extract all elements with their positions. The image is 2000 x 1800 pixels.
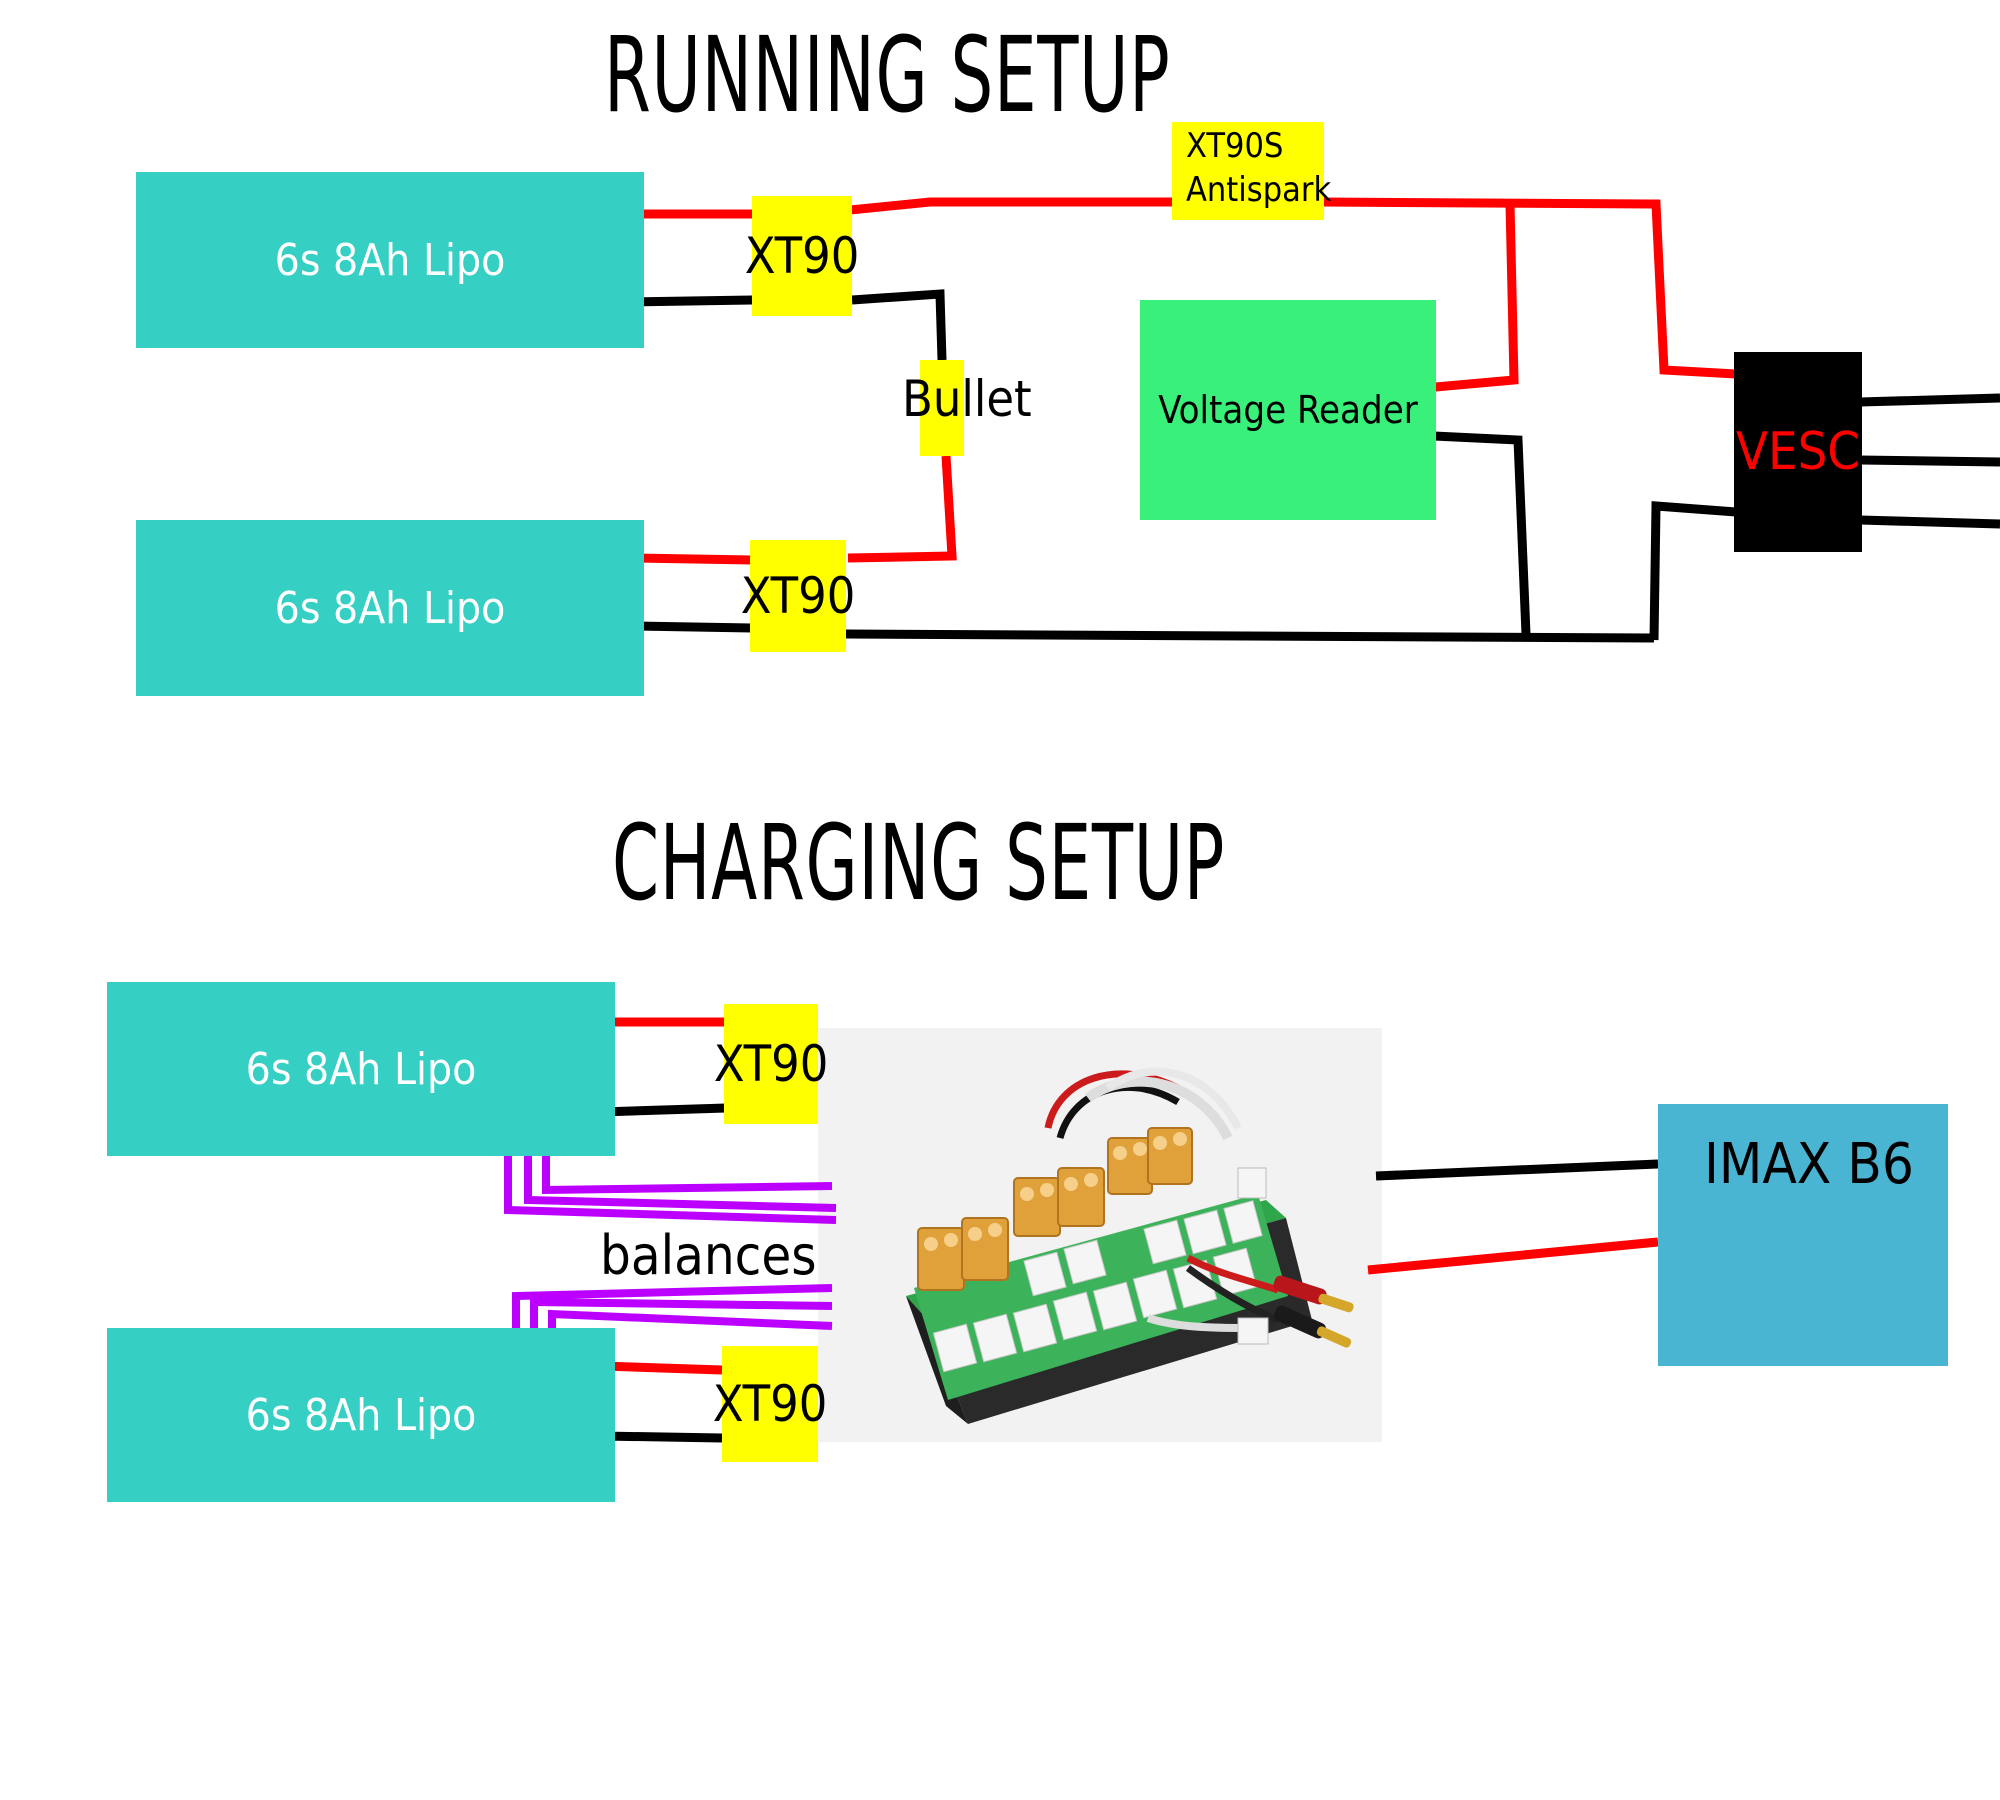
antispark-label-line1: XT90S [1186, 126, 1284, 166]
negative-wire [601, 1431, 723, 1443]
balances-label: balances [600, 1224, 817, 1287]
antispark-label-line2: Antispark [1186, 170, 1332, 210]
negative-wire [627, 295, 753, 307]
xt90-connector-top-charging: XT90 [714, 1004, 828, 1124]
positive-wire [601, 1361, 723, 1375]
positive-wire [847, 455, 957, 563]
connector-label: XT90 [744, 227, 860, 285]
positive-wire [631, 553, 753, 565]
negative-wire [845, 629, 1655, 643]
battery-label: 6s 8Ah Lipo [274, 234, 506, 286]
charging-setup-title: CHARGING SETUP [612, 802, 1226, 924]
motor-wire [1859, 515, 2000, 529]
battery-top-running: 6s 8Ah Lipo [136, 172, 644, 348]
negative-wire [1433, 431, 1531, 635]
negative-wire [1649, 501, 1737, 641]
xt90s-antispark-connector: XT90S Antispark [1172, 122, 1331, 220]
positive-wire [1423, 203, 1519, 393]
battery-label: 6s 8Ah Lipo [245, 1389, 477, 1441]
negative-wire [599, 1103, 727, 1117]
parallel-charging-board-photo [818, 1028, 1382, 1442]
motor-wire [1859, 393, 2000, 407]
battery-label: 6s 8Ah Lipo [274, 582, 506, 634]
bullet-label: Bullet [902, 370, 1032, 428]
battery-top-charging: 6s 8Ah Lipo [107, 982, 615, 1156]
battery-label: 6s 8Ah Lipo [245, 1043, 477, 1095]
negative-wire [1375, 1159, 1659, 1181]
positive-wire [849, 197, 1172, 215]
voltage-reader-label: Voltage Reader [1158, 388, 1418, 432]
positive-wire [1321, 197, 1737, 379]
negative-wire [851, 289, 947, 361]
xt90-connector-bottom-running: XT90 [741, 540, 855, 652]
positive-wire [1367, 1237, 1659, 1275]
vesc-label: VESC [1736, 422, 1860, 482]
bullet-connector [920, 360, 964, 456]
imax-b6-charger: IMAX B6 [1658, 1104, 1948, 1366]
xt90-connector-top-running: XT90 [745, 196, 859, 316]
negative-wire [631, 621, 753, 633]
connector-label: XT90 [713, 1035, 829, 1093]
vesc-controller: VESC [1734, 352, 1862, 552]
balance-wires-top [504, 1144, 837, 1224]
running-setup-title: RUNNING SETUP [604, 14, 1171, 136]
motor-wire [1859, 455, 2000, 467]
battery-bottom-charging: 6s 8Ah Lipo [107, 1328, 615, 1502]
connector-label: XT90 [712, 1375, 828, 1433]
charger-label: IMAX B6 [1704, 1132, 1914, 1197]
xt90-connector-bottom-charging: XT90 [713, 1346, 827, 1462]
connector-label: XT90 [740, 567, 856, 625]
battery-bottom-running: 6s 8Ah Lipo [136, 520, 644, 696]
voltage-reader: Voltage Reader [1140, 300, 1436, 520]
